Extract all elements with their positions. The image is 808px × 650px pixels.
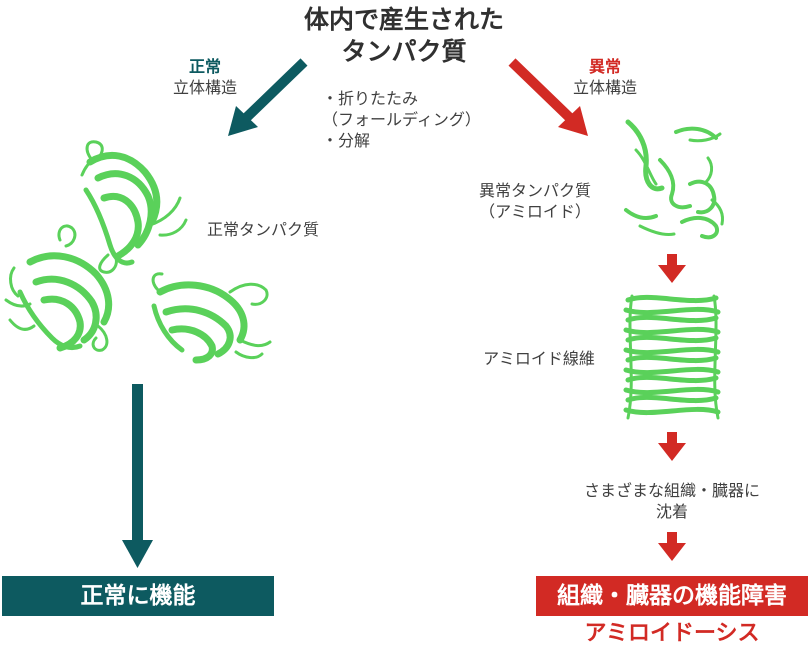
step-folding-note: （フォールディング） — [322, 110, 481, 129]
diagram-title: 体内で産生された タンパク質 — [254, 4, 554, 68]
red-down-arrow-3 — [658, 532, 686, 561]
title-line-2: タンパク質 — [341, 37, 467, 66]
deposition-label-2: 沈着 — [655, 502, 688, 521]
deposition-label-1: さまざまな組織・臓器に — [583, 481, 760, 500]
organ-dysfunction-box: 組織・臓器の機能障害 — [536, 576, 808, 616]
amyloid-fiber-label: アミロイド線維 — [483, 349, 595, 368]
normal-function-box: 正常に機能 — [2, 576, 274, 616]
right-diagonal-arrow — [508, 58, 588, 136]
left-diagonal-arrow — [228, 58, 308, 136]
abnormal-protein-label-2: （アミロイド） — [479, 202, 591, 221]
normal-protein-label: 正常タンパク質 — [207, 220, 320, 239]
amyloidosis-label: アミロイドーシス — [584, 621, 760, 646]
abnormal-heading-sub: 立体構造 — [572, 78, 637, 97]
red-down-arrow-2 — [658, 432, 686, 461]
step-degradation: ・分解 — [322, 131, 371, 150]
normal-protein-structure-1 — [80, 140, 188, 274]
abnormal-protein-label-1: 異常タンパク質 — [478, 181, 591, 200]
amyloid-fibril — [623, 294, 721, 420]
abnormal-protein-label: 異常タンパク質 （アミロイド） — [458, 180, 612, 222]
title-line-1: 体内で産生された — [303, 5, 504, 34]
normal-heading-sub: 立体構造 — [172, 78, 237, 97]
left-down-arrow — [122, 384, 153, 568]
normal-protein-structure-3 — [151, 272, 272, 364]
abnormal-heading-accent: 異常 — [588, 57, 621, 76]
left-heading: 正常 立体構造 — [150, 56, 260, 98]
process-steps: ・折りたたみ （フォールディング） ・分解 — [322, 88, 522, 151]
red-down-arrow-1 — [658, 254, 686, 283]
normal-protein-structure-2 — [4, 224, 113, 352]
deposition-label: さまざまな組織・臓器に 沈着 — [566, 480, 778, 522]
right-heading: 異常 立体構造 — [550, 56, 660, 98]
step-folding: ・折りたたみ — [322, 89, 419, 108]
abnormal-protein-fragments — [624, 119, 724, 240]
normal-heading-accent: 正常 — [188, 57, 221, 76]
